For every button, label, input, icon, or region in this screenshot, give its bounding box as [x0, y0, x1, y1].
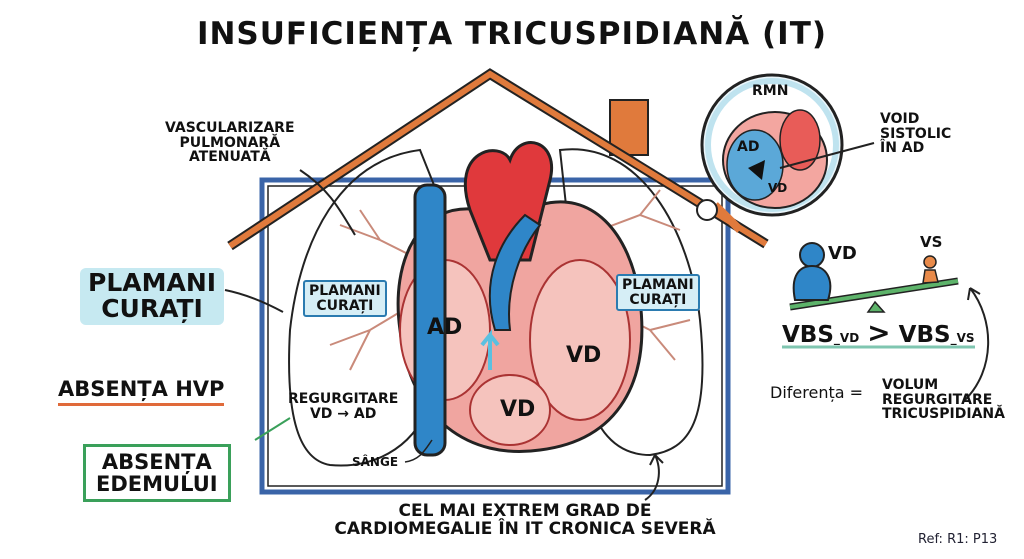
vs-figure: [923, 255, 937, 269]
mri-vd-label: VD: [768, 181, 788, 195]
label-line: SISTOLIC: [880, 125, 952, 142]
label-line: ÎN AD: [880, 140, 925, 157]
heart-ad-label: AD: [427, 315, 463, 340]
clear-lungs-left-label: PLAMANI CURAȚI: [303, 280, 387, 318]
clear-lungs-big-label: PLAMANI CURAȚI: [80, 268, 225, 325]
label-line: CEL MAI EXTREM GRAD DE: [398, 501, 652, 521]
label-line: VD → AD: [309, 405, 377, 422]
label-line: CURAȚI: [316, 297, 374, 314]
difference-value: VOLUM REGURGITARE TRICUSPIDIANĂ: [882, 378, 1005, 422]
vena-cava: [413, 183, 447, 457]
page-title: INSUFICIENȚA TRICUSPIDIANĂ (IT): [196, 16, 828, 52]
label-line: TRICUSPIDIANĂ: [882, 406, 1005, 423]
absence-hvp-label: ABSENȚA HVP: [58, 378, 225, 407]
label-line: PLAMANI: [88, 268, 217, 297]
label-line: EDEMULUI: [96, 472, 218, 497]
clear-lungs-right-label: PLAMANI CURAȚI: [616, 274, 700, 312]
eq-rhs-sub: _VS: [950, 331, 975, 345]
label-line: REGURGITARE: [288, 391, 399, 407]
left-lung: [288, 148, 442, 467]
seesaw-vs-label: VS: [920, 233, 943, 251]
absence-edema-label: ABSENȚA EDEMULUI: [83, 444, 231, 503]
label-line: REGURGITARE: [882, 391, 993, 408]
heart-vd-right-label: VD: [566, 343, 602, 368]
systolic-void-label: VOID SISTOLIC ÎN AD: [880, 112, 951, 156]
vd-figure: [799, 242, 825, 268]
eq-lhs: VBS: [782, 322, 834, 348]
label-line: PULMONARĂ: [179, 134, 281, 151]
label-line: CURAȚI: [629, 291, 687, 308]
right-lung: [558, 148, 704, 457]
right-ventricle: [529, 259, 631, 421]
eq-lhs-sub: _VD: [833, 331, 860, 345]
difference-label: Diferența =: [770, 383, 864, 402]
heart-vd-lower-label: VD: [500, 397, 536, 422]
label-line: ATENUATĂ: [188, 149, 271, 166]
cardiomegaly-label: CEL MAI EXTREM GRAD DE CARDIOMEGALIE ÎN …: [330, 501, 720, 539]
eq-op: >: [867, 316, 891, 349]
systolic-void: [748, 160, 765, 180]
label-line: VOLUM: [882, 377, 939, 393]
blood-label: SÂNGE: [352, 455, 399, 469]
label-line: CURAȚI: [101, 294, 203, 324]
label-line: VOID: [880, 111, 920, 127]
regurgitation-arrow: [480, 329, 500, 370]
label-line: ABSENȚA: [101, 450, 212, 474]
chimney: [609, 99, 649, 156]
eq-rhs: VBS: [898, 322, 951, 348]
seesaw-vd-label: VD: [828, 243, 857, 264]
label-line: PLAMANI: [309, 283, 381, 299]
pulmonary-vessels: [329, 189, 691, 371]
vbs-equation: VBS_VD > VBS_VS: [782, 318, 975, 347]
regurgitation-label: REGURGITARE VD → AD: [288, 392, 398, 421]
mri-ad-label: AD: [737, 139, 760, 155]
label-line: CARDIOMEGALIE ÎN IT CRONICA SEVERĂ: [334, 518, 716, 539]
label-line: VASCULARIZARE: [165, 120, 295, 136]
pulmonary-artery: [488, 213, 542, 331]
vascularization-label: VASCULARIZARE PULMONARĂ ATENUATĂ: [165, 121, 295, 165]
reference-label: Ref: R1: P13: [918, 532, 998, 547]
label-line: PLAMANI: [622, 277, 694, 293]
mri-title: RMN: [752, 83, 789, 99]
